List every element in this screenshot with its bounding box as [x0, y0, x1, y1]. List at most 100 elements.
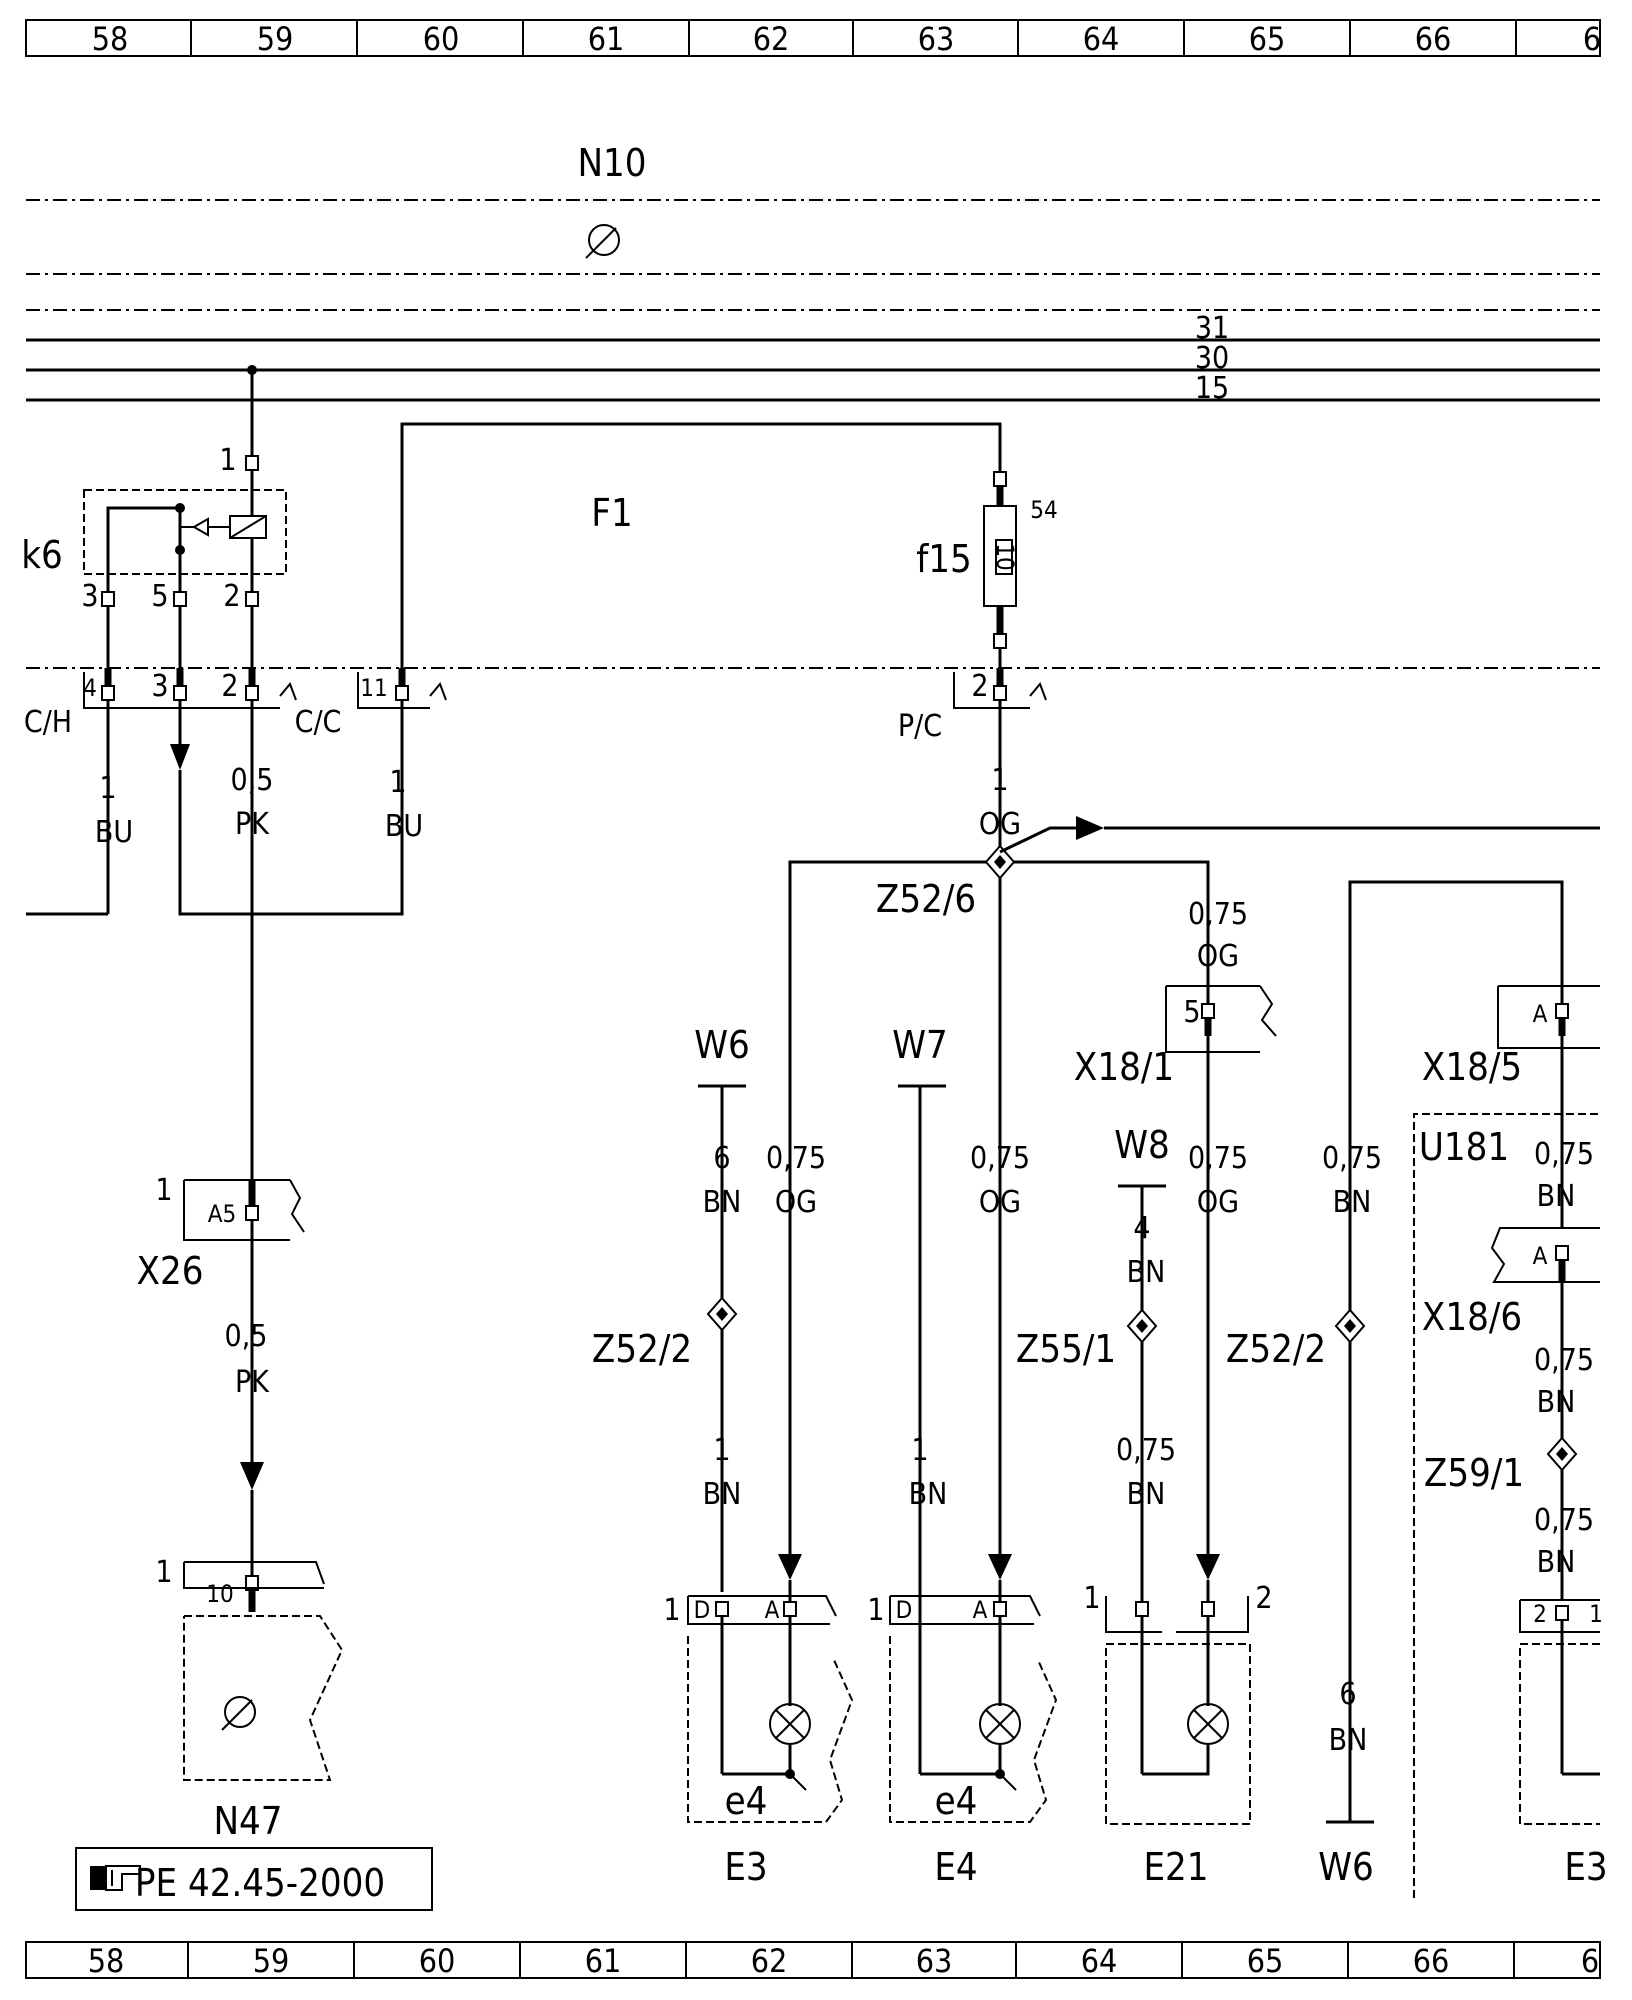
- wire-og-e3-color: OG: [775, 1185, 817, 1220]
- top-grid-ruler: 58 59 60 61 62 63 64 65 66 6: [25, 19, 1601, 58]
- x18-5-pin-a: A: [1533, 1000, 1548, 1028]
- x26-pin-a5: A5: [208, 1200, 237, 1228]
- top-grid-61: 61: [588, 20, 625, 58]
- wire-bu1-color: BU: [95, 815, 133, 850]
- wire-bn-w6-color: BN: [1333, 1185, 1372, 1220]
- bus-label-15: 15: [1195, 371, 1229, 406]
- arrow-down-icon: [170, 744, 190, 770]
- n47-pin-10: 10: [206, 1580, 233, 1608]
- wire-pk1-size: 0,5: [231, 763, 274, 798]
- top-grid-65: 65: [1249, 20, 1286, 58]
- wire-og-main-color: OG: [979, 807, 1021, 842]
- bottom-grid-60: 60: [419, 1942, 456, 1980]
- wire-og-x181-color: OG: [1197, 939, 1239, 974]
- ground-w8: W8: [1114, 1123, 1170, 1188]
- module-u181-label: U181: [1419, 1125, 1509, 1169]
- module-f1-label: F1: [591, 491, 632, 535]
- connector-x18-6-label: X18/6: [1422, 1295, 1522, 1339]
- bottom-grid-63: 63: [916, 1942, 953, 1980]
- splice-z59-1-label: Z59/1: [1424, 1451, 1524, 1495]
- splice-z52-2-b: Z52/2: [1226, 1308, 1366, 1371]
- wire-og-e3-size: 0,75: [766, 1141, 826, 1176]
- module-n47: 10 1 N47: [155, 1555, 344, 1843]
- reference-box[interactable]: PE 42.45-2000: [75, 1847, 433, 1911]
- e3-inner-label: e4: [725, 1779, 768, 1823]
- lamp-e35-partial: 2 1 E3: [1519, 1599, 1608, 1889]
- wire-og-e4-color: OG: [979, 1185, 1021, 1220]
- connector-pc-label: P/C: [898, 709, 942, 744]
- fuse-f15-label: f15: [916, 537, 972, 581]
- arrow-right-icon: [1076, 816, 1104, 840]
- e21-pin-1: 1: [1083, 1581, 1100, 1616]
- lamp-e3-label: E3: [724, 1845, 767, 1889]
- splice-z55-1: Z55/1: [1016, 1308, 1158, 1371]
- x18-1-pin-5: 5: [1183, 995, 1200, 1030]
- wire-bn-e3-color: BN: [703, 1477, 742, 1512]
- wire-bu2-color: BU: [385, 809, 423, 844]
- connector-x18-1: 5 X18/1: [1074, 985, 1277, 1089]
- wire-bu1-size: 1: [99, 771, 116, 806]
- splice-z52-6-label: Z52/6: [876, 877, 976, 921]
- e3-pin-1: 1: [663, 1593, 680, 1628]
- lamp-icon: [769, 1703, 811, 1745]
- top-grid-67: 6: [1583, 20, 1601, 58]
- pc-pin-2: 2: [971, 669, 988, 704]
- ground-w6-bottom: W6: [1318, 1820, 1374, 1889]
- top-grid-63: 63: [918, 20, 955, 58]
- arrow-down-icon: [778, 1554, 802, 1580]
- splice-z52-6: Z52/6: [876, 844, 1016, 921]
- e4-pin-d: D: [896, 1596, 913, 1624]
- bus-label-30: 30: [1195, 341, 1229, 376]
- bottom-grid-67: 6: [1581, 1942, 1599, 1980]
- connector-ch-cc: 4 3 2 C/H C/C 11: [24, 668, 447, 740]
- wire-bn-u181-size: 0,75: [1534, 1137, 1594, 1172]
- wire-bn6-color: BN: [703, 1185, 742, 1220]
- k6-pin-1: 1: [219, 443, 236, 478]
- lamp-e21-label: E21: [1143, 1845, 1208, 1889]
- n10-module-symbol-icon: [585, 224, 620, 259]
- lamp-icon: [1187, 1703, 1229, 1745]
- e21-pin-2: 2: [1255, 1581, 1272, 1616]
- top-grid-60: 60: [423, 20, 460, 58]
- module-n47-label: N47: [213, 1799, 282, 1843]
- wire-og-e4-size: 0,75: [970, 1141, 1030, 1176]
- top-grid-62: 62: [753, 20, 790, 58]
- wire-bn6b-size: 6: [1339, 1677, 1356, 1712]
- ground-w7: W7: [892, 1023, 948, 1088]
- connector-x26: A5 1 X26: [137, 1173, 305, 1293]
- wire-bn-z59a-color: BN: [1537, 1385, 1576, 1420]
- fuse-f15-pin-54: 54: [1030, 496, 1057, 524]
- cc-pin-11: 11: [360, 674, 387, 702]
- wire-bn6b-color: BN: [1329, 1723, 1368, 1758]
- pointing-hand-icon: [90, 1865, 141, 1891]
- ch-pin-4: 4: [83, 674, 97, 702]
- module-u181-boundary: [1413, 1113, 1600, 1898]
- x26-pin-1: 1: [155, 1173, 172, 1208]
- top-grid-66: 66: [1415, 20, 1452, 58]
- connector-cc-label: C/C: [295, 705, 342, 740]
- bottom-grid-64: 64: [1081, 1942, 1118, 1980]
- ground-w8-label: W8: [1114, 1123, 1170, 1167]
- splice-z59-1: Z59/1: [1424, 1436, 1578, 1495]
- ground-w7-label: W7: [892, 1023, 948, 1067]
- lamp-e3: D A 1 e4 E3: [663, 1580, 854, 1889]
- e4-pin-1: 1: [867, 1593, 884, 1628]
- wire-bn-e4-color: BN: [909, 1477, 948, 1512]
- wire-bn-e3-size: 1: [713, 1433, 730, 1468]
- wire-bn-w6-size: 0,75: [1322, 1141, 1382, 1176]
- ground-w6-bottom-label: W6: [1318, 1845, 1374, 1889]
- wire-bu2-size: 1: [389, 765, 406, 800]
- lamp-e4-label: E4: [934, 1845, 977, 1889]
- bottom-grid-58: 58: [88, 1942, 125, 1980]
- k6-pin-2: 2: [223, 579, 240, 614]
- wire-bn-u181-color: BN: [1537, 1179, 1576, 1214]
- bottom-grid-62: 62: [751, 1942, 788, 1980]
- cc-pin-2: 2: [221, 669, 238, 704]
- arrow-down-icon: [988, 1554, 1012, 1580]
- cc-pin-3: 3: [151, 669, 168, 704]
- bottom-grid-ruler: 58 59 60 61 62 63 64 65 66 6: [25, 1941, 1601, 1980]
- wire-og-x181-size: 0,75: [1188, 897, 1248, 932]
- k6-pin-5: 5: [151, 579, 168, 614]
- connector-x18-1-label: X18/1: [1074, 1045, 1174, 1089]
- splice-z52-2-b-label: Z52/2: [1226, 1327, 1326, 1371]
